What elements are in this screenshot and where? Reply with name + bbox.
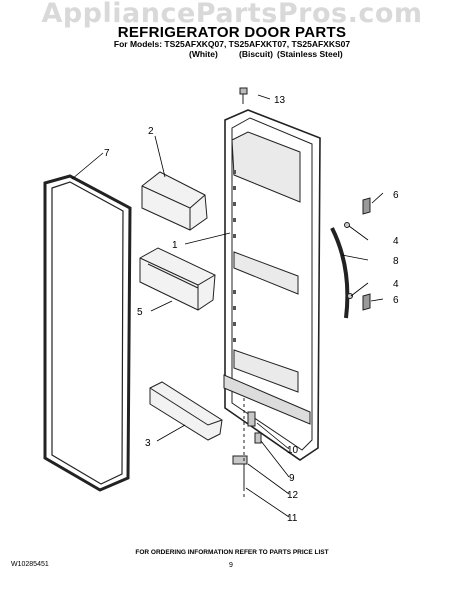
door-handle xyxy=(330,227,350,319)
door-gasket xyxy=(43,174,132,492)
finish-stainless: (Stainless Steel) xyxy=(277,49,343,59)
callout-9: 9 xyxy=(289,473,295,484)
callout-11: 11 xyxy=(287,513,298,524)
finish-white: (White) xyxy=(189,49,218,59)
models-line: For Models: TS25AFXKQ07, TS25AFXKT07, TS… xyxy=(113,39,351,49)
callout-10: 10 xyxy=(287,445,299,456)
shelf-5 xyxy=(139,247,216,311)
hinge-parts xyxy=(232,398,262,500)
page-title: REFRIGERATOR DOOR PARTS xyxy=(117,24,347,41)
ordering-note: FOR ORDERING INFORMATION REFER TO PARTS … xyxy=(135,549,329,556)
callout-4-bottom: 4 xyxy=(393,279,399,290)
callout-13: 13 xyxy=(274,95,286,106)
finish-biscuit: (Biscuit) xyxy=(239,49,273,59)
door-liner xyxy=(223,109,321,461)
bin-3 xyxy=(149,381,223,441)
leader-lines xyxy=(71,94,384,518)
screw-13 xyxy=(239,87,248,104)
page-number: 9 xyxy=(229,562,233,569)
watermark: AppliancePartsPros.com xyxy=(41,0,423,29)
callout-4-top: 4 xyxy=(393,236,399,247)
callout-8: 8 xyxy=(393,256,399,267)
screws-4 xyxy=(344,222,353,299)
callout-7: 7 xyxy=(104,148,110,159)
callout-3: 3 xyxy=(145,438,151,449)
callout-1: 1 xyxy=(172,240,178,251)
plugs-6 xyxy=(362,197,371,311)
callout-6-top: 6 xyxy=(393,190,399,201)
callout-2: 2 xyxy=(148,126,154,137)
callout-6-bottom: 6 xyxy=(393,295,399,306)
callout-12: 12 xyxy=(287,490,299,501)
bin-2 xyxy=(141,171,208,231)
document-number: W10285451 xyxy=(11,561,49,568)
callout-5: 5 xyxy=(137,307,143,318)
